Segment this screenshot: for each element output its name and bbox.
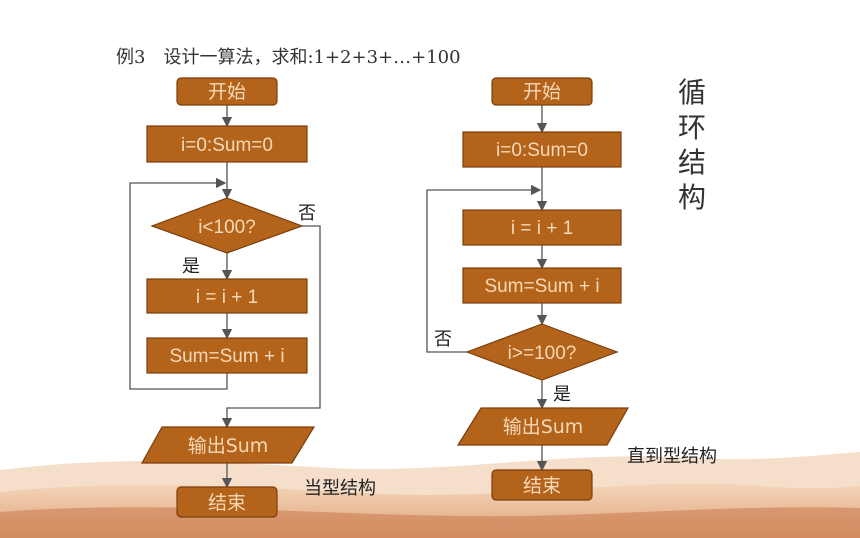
svg-text:i>=100?: i>=100?: [508, 343, 577, 364]
no-branch-line: [221, 225, 321, 429]
desert-background: [0, 452, 860, 538]
loop-back-line: [426, 184, 542, 353]
left-caption: 当型结构: [304, 478, 376, 499]
left-end-node: 结束: [176, 486, 278, 518]
side-title-char: 循: [678, 76, 706, 109]
left-start-node: 开始: [176, 77, 278, 106]
right-caption: 直到型结构: [627, 446, 717, 467]
side-title-char: 环: [678, 111, 706, 144]
right-end-node: 结束: [491, 469, 593, 501]
right-output-parallelogram: 输出Sum: [456, 407, 630, 446]
left-flowchart: [129, 105, 321, 489]
svg-text:i = i + 1: i = i + 1: [511, 218, 573, 239]
right-flowchart: [426, 105, 548, 472]
left-init-box: i=0:Sum=0: [146, 125, 308, 163]
svg-text:结束: 结束: [208, 492, 246, 514]
slide-title: 例3 设计一算法，求和:1+2+3+…+100: [116, 47, 461, 68]
svg-text:i<100?: i<100?: [198, 217, 256, 238]
loop-back-line: [129, 177, 228, 390]
svg-text:开始: 开始: [208, 81, 246, 103]
right-yes-label: 是: [553, 384, 571, 405]
right-step1-box: i = i + 1: [462, 209, 622, 246]
left-yes-label: 是: [182, 256, 200, 277]
right-condition-diamond: i>=100?: [465, 323, 619, 381]
left-condition-diamond: i<100?: [150, 197, 304, 254]
svg-text:结束: 结束: [523, 475, 561, 497]
right-step2-box: Sum=Sum + i: [462, 267, 622, 304]
right-init-box: i=0:Sum=0: [462, 131, 622, 168]
left-step1-box: i = i + 1: [146, 278, 308, 314]
svg-text:i = i + 1: i = i + 1: [196, 287, 258, 308]
svg-text:i=0:Sum=0: i=0:Sum=0: [496, 140, 588, 161]
left-no-label: 否: [298, 203, 316, 224]
svg-text:Sum=Sum + i: Sum=Sum + i: [169, 346, 284, 367]
svg-text:输出Sum: 输出Sum: [503, 416, 584, 438]
side-title-char: 构: [678, 181, 706, 214]
side-title-char: 结: [678, 146, 706, 179]
left-output-parallelogram: 输出Sum: [140, 426, 316, 464]
svg-text:i=0:Sum=0: i=0:Sum=0: [181, 135, 273, 156]
svg-text:输出Sum: 输出Sum: [188, 435, 269, 457]
left-step2-box: Sum=Sum + i: [146, 337, 308, 374]
right-start-node: 开始: [491, 77, 593, 106]
svg-text:开始: 开始: [523, 81, 561, 103]
right-no-label: 否: [434, 329, 452, 350]
svg-text:Sum=Sum + i: Sum=Sum + i: [484, 276, 599, 297]
side-title: 循 环 结 构: [678, 76, 706, 214]
